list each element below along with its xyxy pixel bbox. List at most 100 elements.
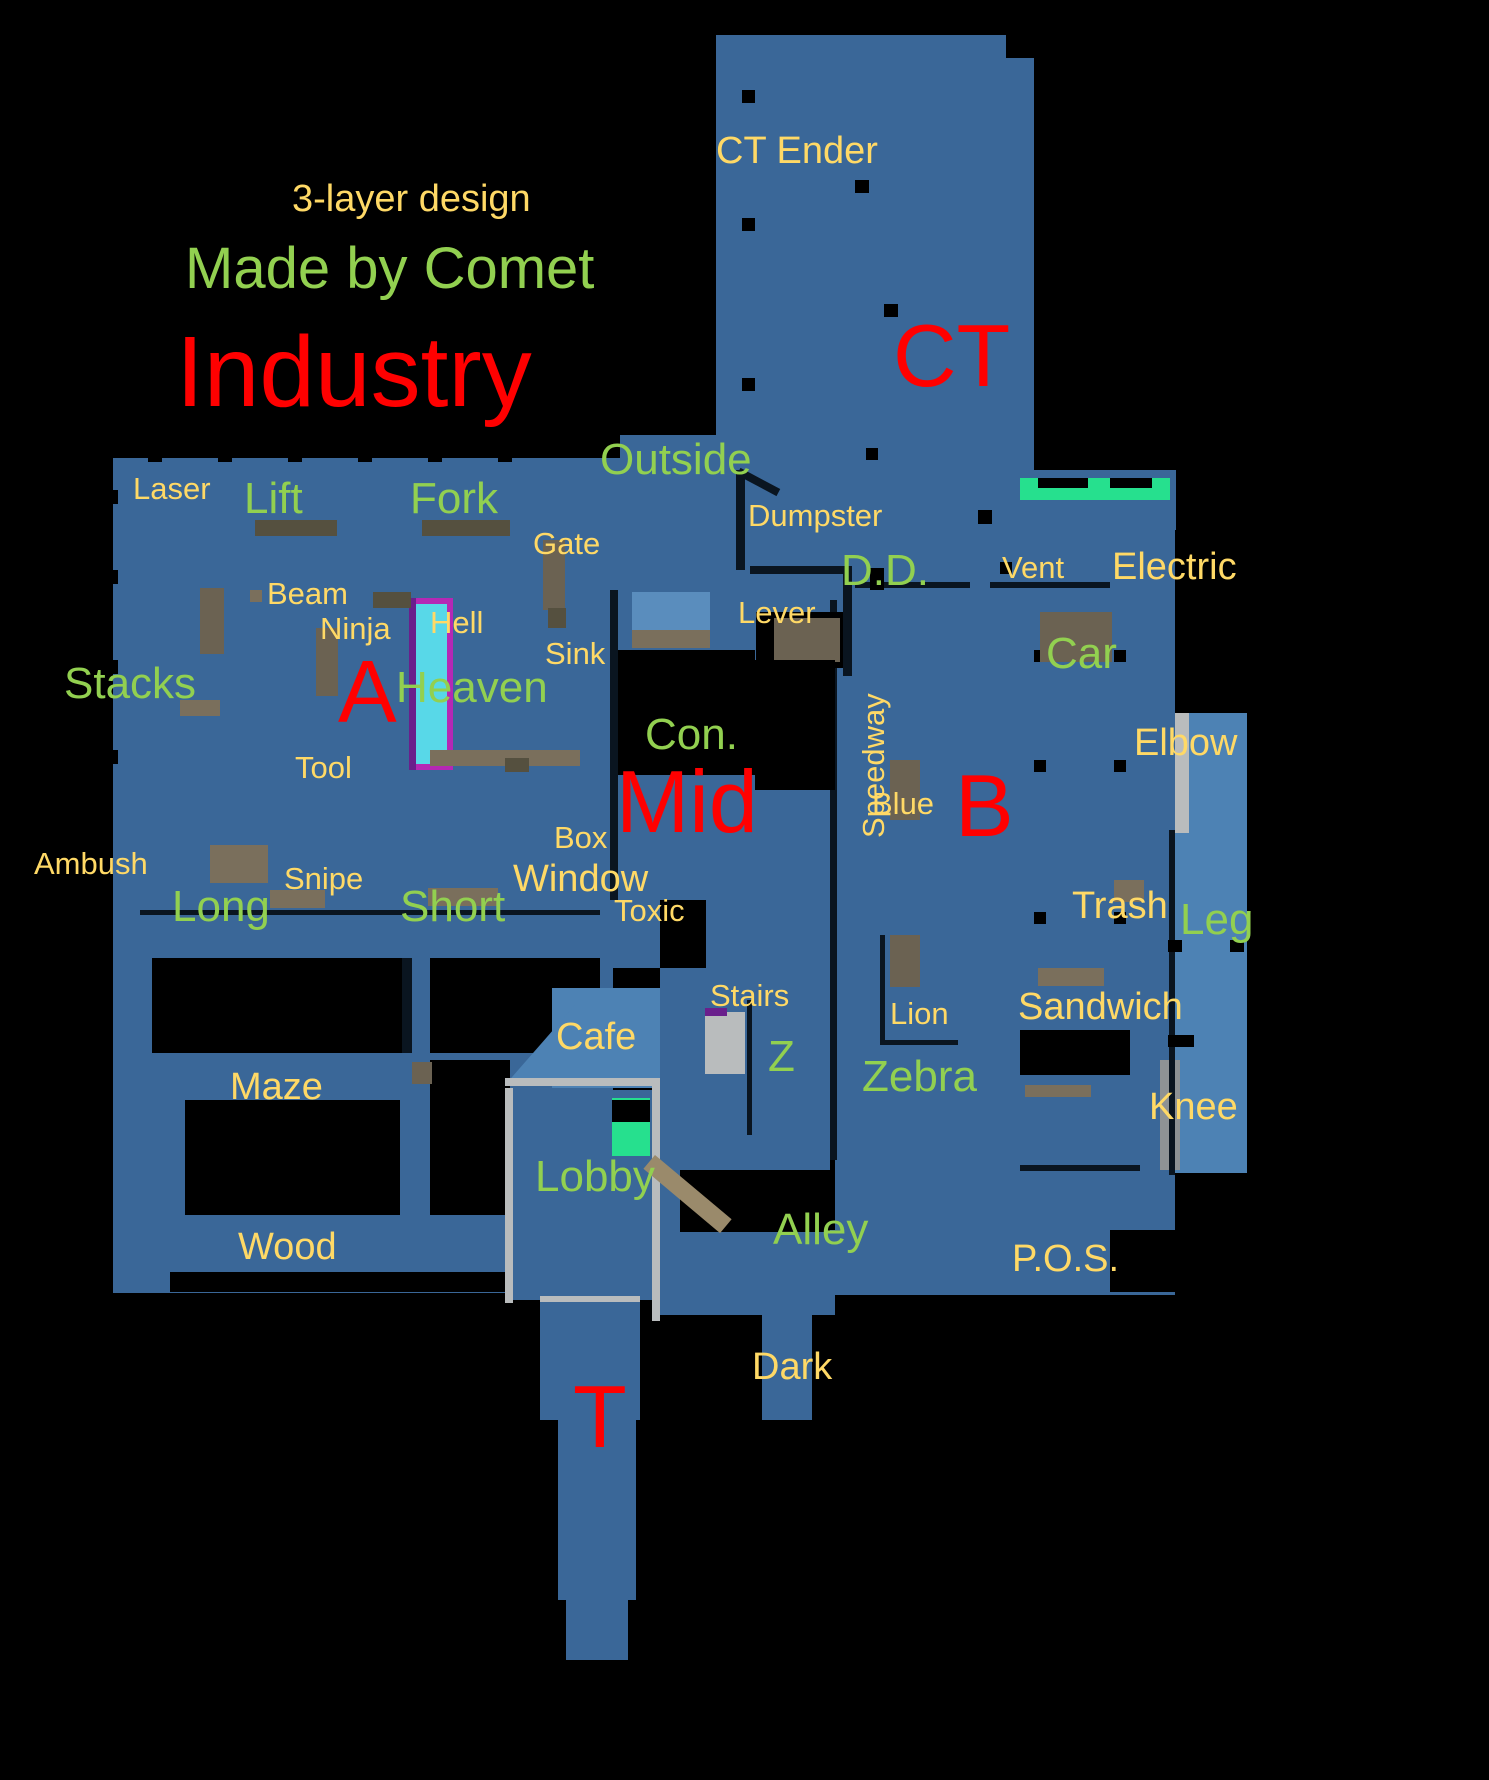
- callout-ct-ender: CT Ender: [716, 130, 878, 172]
- geo-mid-pit: [615, 650, 755, 775]
- callout-long: Long: [172, 882, 270, 931]
- callout-ninja: Ninja: [320, 611, 391, 646]
- callout-ambush: Ambush: [34, 846, 148, 881]
- callout-wood: Wood: [238, 1226, 337, 1268]
- geo-b-crate-zebra: [1025, 1085, 1091, 1097]
- geo-b-lower-wall: [1020, 1165, 1140, 1171]
- geo-a-left-notch-2: [108, 570, 118, 584]
- callout-z: Z: [768, 1032, 795, 1081]
- geo-ct-hole-3: [742, 378, 755, 391]
- geo-lion-line-h: [880, 1040, 958, 1045]
- geo-elbow-strip: [1175, 713, 1189, 833]
- geo-con-wall: [610, 780, 618, 900]
- geo-sink-water: [632, 592, 710, 630]
- callout-lift: Lift: [244, 474, 303, 523]
- geo-dd-hole3: [1000, 562, 1012, 574]
- geo-heaven-inner: [415, 604, 447, 764]
- geo-a-hall: [113, 458, 613, 888]
- callout-zebra: Zebra: [862, 1052, 977, 1101]
- geo-stairs: [705, 1012, 745, 1074]
- geo-ct-hole-2: [742, 218, 755, 231]
- callout-snipe: Snipe: [284, 861, 364, 896]
- map-title: Industry: [176, 316, 532, 428]
- geo-mid-pit2: [755, 660, 835, 790]
- geo-lobby-neck: [540, 1300, 640, 1420]
- subtitle-text: 3-layer design: [292, 178, 531, 220]
- geo-maze-room-4: [430, 1060, 510, 1220]
- callout-tool: Tool: [295, 750, 352, 785]
- geo-t-spawn-tail: [566, 1600, 628, 1660]
- geo-b-pillar-3: [1034, 760, 1046, 772]
- geo-ct-hole-4: [855, 180, 869, 193]
- geo-a-notch-6: [498, 452, 512, 462]
- callout-dark: Dark: [752, 1346, 833, 1388]
- callout-fork: Fork: [410, 474, 498, 523]
- callout-trash: Trash: [1072, 885, 1168, 927]
- callout-stairs: Stairs: [710, 978, 790, 1013]
- geo-b-pillar-2: [1114, 650, 1126, 662]
- geo-wood-cut: [170, 1272, 520, 1292]
- geo-snipe-crate2: [428, 888, 498, 906]
- geo-a-left-notch-1: [108, 490, 118, 504]
- geo-stairs-wall: [747, 1000, 752, 1135]
- geo-b-pillar-4: [1114, 760, 1126, 772]
- callout-box: Box: [554, 820, 608, 855]
- site-label-a: A: [338, 642, 397, 741]
- geo-a-notch-3: [288, 452, 302, 462]
- geo-a-crate-3: [505, 758, 529, 772]
- callout-dumpster: Dumpster: [748, 498, 883, 533]
- geo-dd-hole2: [978, 510, 992, 524]
- callout-sandwich: Sandwich: [1018, 986, 1183, 1028]
- geo-a-notch-2: [218, 452, 232, 462]
- geo-a-left-notch-3: [108, 660, 118, 674]
- geo-ct-hole-6: [866, 448, 878, 460]
- callout-dd: D.D.: [841, 546, 929, 595]
- callout-knee: Knee: [1149, 1086, 1238, 1128]
- callout-maze: Maze: [230, 1066, 323, 1108]
- geo-b-pillar-6: [1114, 912, 1126, 924]
- geo-dumpster-crate: [774, 618, 840, 662]
- geo-b-crate-sandwich: [1038, 968, 1104, 986]
- geo-tool-crate: [200, 588, 224, 654]
- geo-gate-crate: [543, 540, 565, 610]
- callout-short: Short: [400, 882, 506, 931]
- geo-lift-plat: [255, 520, 337, 536]
- geo-a-notch-4: [358, 452, 372, 462]
- geo-ct-hole-1: [742, 90, 755, 103]
- geo-dark-corridor: [762, 1300, 812, 1420]
- callout-gate: Gate: [533, 526, 601, 561]
- callout-stacks: Stacks: [64, 659, 197, 708]
- geo-sep-2: [540, 1296, 640, 1302]
- site-label-t: T: [573, 1367, 627, 1466]
- geo-maze-room-1: [152, 958, 402, 1053]
- author-text: Made by Comet: [185, 236, 595, 301]
- callout-lever: Lever: [738, 595, 816, 630]
- site-label-b: B: [955, 756, 1014, 855]
- geo-a-crate-1: [180, 700, 220, 716]
- geo-lion-line-v: [880, 935, 885, 1045]
- site-label-mid: Mid: [616, 752, 758, 851]
- callout-lobby: Lobby: [535, 1152, 655, 1201]
- geo-gate-crate2: [548, 608, 566, 628]
- geo-b-pillar-5: [1034, 912, 1046, 924]
- callout-pos: P.O.S.: [1012, 1238, 1120, 1280]
- geo-a-notch-1: [148, 452, 162, 462]
- geo-a-notch-5: [428, 452, 442, 462]
- callout-hell: Hell: [430, 605, 484, 640]
- callout-lion: Lion: [890, 996, 949, 1031]
- geo-heaven-edge: [409, 598, 416, 770]
- site-label-ct: CT: [893, 306, 1011, 405]
- geo-bomb-strip-dark2: [1110, 478, 1152, 488]
- callout-alley: Alley: [773, 1205, 869, 1254]
- geo-ct-spawn-notch: [1006, 58, 1034, 478]
- geo-speedway-crate2: [890, 935, 920, 987]
- geo-fork-plat: [422, 520, 510, 536]
- callout-beam: Beam: [267, 576, 348, 611]
- geo-speedway-wall: [830, 600, 837, 1160]
- geo-leg-wall: [1169, 830, 1175, 1175]
- callout-car: Car: [1046, 629, 1117, 678]
- geo-sink-ledge: [632, 630, 710, 648]
- geo-cafe-edge: [505, 1078, 675, 1086]
- geo-dumpster-wall2: [843, 566, 852, 676]
- geo-maze-sep: [402, 958, 412, 1053]
